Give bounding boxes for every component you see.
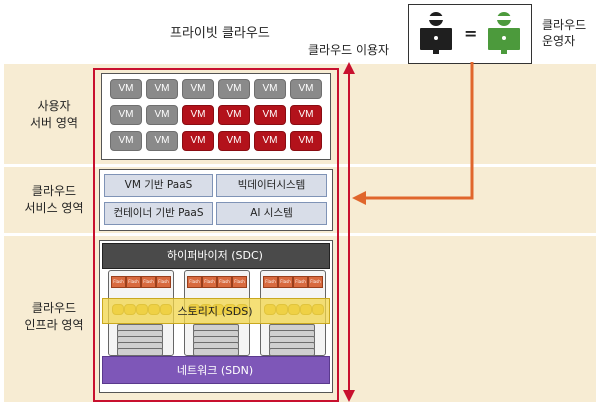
ssd-icon: Flash bbox=[141, 276, 156, 288]
ssd-icon: Flash bbox=[126, 276, 141, 288]
row-label-line: 서비스 영역 bbox=[24, 201, 84, 215]
ssd-icon: Flash bbox=[293, 276, 308, 288]
vm-block: VM bbox=[110, 131, 142, 151]
ssd-icon: Flash bbox=[156, 276, 171, 288]
ssd-icon: Flash bbox=[111, 276, 126, 288]
row-label-line: 서버 영역 bbox=[30, 116, 78, 130]
ssd-icon: Flash bbox=[278, 276, 293, 288]
operator-arrow bbox=[352, 62, 474, 205]
server-unit-icon bbox=[193, 348, 239, 356]
network-label: 네트워크 (SDN) bbox=[176, 364, 254, 377]
service-bigdata: 빅데이터시스템 bbox=[216, 174, 327, 197]
vm-block: VM bbox=[254, 105, 286, 125]
network-bar bbox=[102, 356, 330, 384]
hypervisor-bar bbox=[102, 243, 330, 269]
ssd-icon: Flash bbox=[217, 276, 232, 288]
vm-block: VM bbox=[290, 131, 322, 151]
ssd-icon: Flash bbox=[263, 276, 278, 288]
vm-block: VM bbox=[218, 105, 250, 125]
vertical-scope-arrow bbox=[343, 62, 355, 402]
ssd-icon: Flash bbox=[232, 276, 247, 288]
vm-block: VM bbox=[146, 105, 178, 125]
private-cloud-title: 프라이빗 클라우드 bbox=[170, 26, 270, 41]
vm-block: VM bbox=[146, 131, 178, 151]
service-container-paas: 컨테이너 기반 PaaS bbox=[104, 202, 213, 225]
ssd-icon: Flash bbox=[187, 276, 202, 288]
storage-label: 스토리지 (SDS) bbox=[177, 305, 253, 318]
storage-bar bbox=[102, 298, 330, 324]
vm-block: VM bbox=[110, 79, 142, 99]
row-label-line: 인프라 영역 bbox=[24, 318, 84, 332]
user-icon bbox=[420, 12, 452, 54]
ssd-icon: Flash bbox=[308, 276, 323, 288]
vm-block: VM bbox=[218, 79, 250, 99]
private-cloud-frame bbox=[93, 68, 339, 402]
server-unit-icon bbox=[269, 348, 315, 356]
vm-block: VM bbox=[182, 131, 214, 151]
operator-icon bbox=[488, 12, 520, 54]
row-label-user-server: 사용자 서버 영역 bbox=[14, 98, 94, 132]
vm-block: VM bbox=[254, 131, 286, 151]
row-label-line: 클라우드 bbox=[31, 301, 77, 315]
service-vm-paas: VM 기반 PaaS bbox=[104, 174, 213, 197]
ssd-icon: Flash bbox=[202, 276, 217, 288]
operator-label-line1: 클라우드 bbox=[542, 18, 587, 32]
server-unit-icon bbox=[117, 348, 163, 356]
vm-block: VM bbox=[146, 79, 178, 99]
vm-block: VM bbox=[182, 79, 214, 99]
row-label-line: 클라우드 bbox=[31, 184, 77, 198]
service-ai: AI 시스템 bbox=[216, 202, 327, 225]
vm-block: VM bbox=[290, 79, 322, 99]
vm-block: VM bbox=[218, 131, 250, 151]
vm-block: VM bbox=[254, 79, 286, 99]
vm-block: VM bbox=[290, 105, 322, 125]
operator-label-line2: 운영자 bbox=[542, 34, 576, 48]
hypervisor-label: 하이퍼바이저 (SDC) bbox=[167, 249, 263, 262]
vm-block: VM bbox=[182, 105, 214, 125]
vm-block: VM bbox=[110, 105, 142, 125]
equals-sign: = bbox=[464, 24, 478, 43]
cloud-user-label: 클라우드 이용자 bbox=[308, 43, 390, 57]
row-label-cloud-infra: 클라우드 인프라 영역 bbox=[14, 300, 94, 334]
row-label-cloud-service: 클라우드 서비스 영역 bbox=[14, 183, 94, 217]
row-label-line: 사용자 bbox=[37, 99, 71, 113]
